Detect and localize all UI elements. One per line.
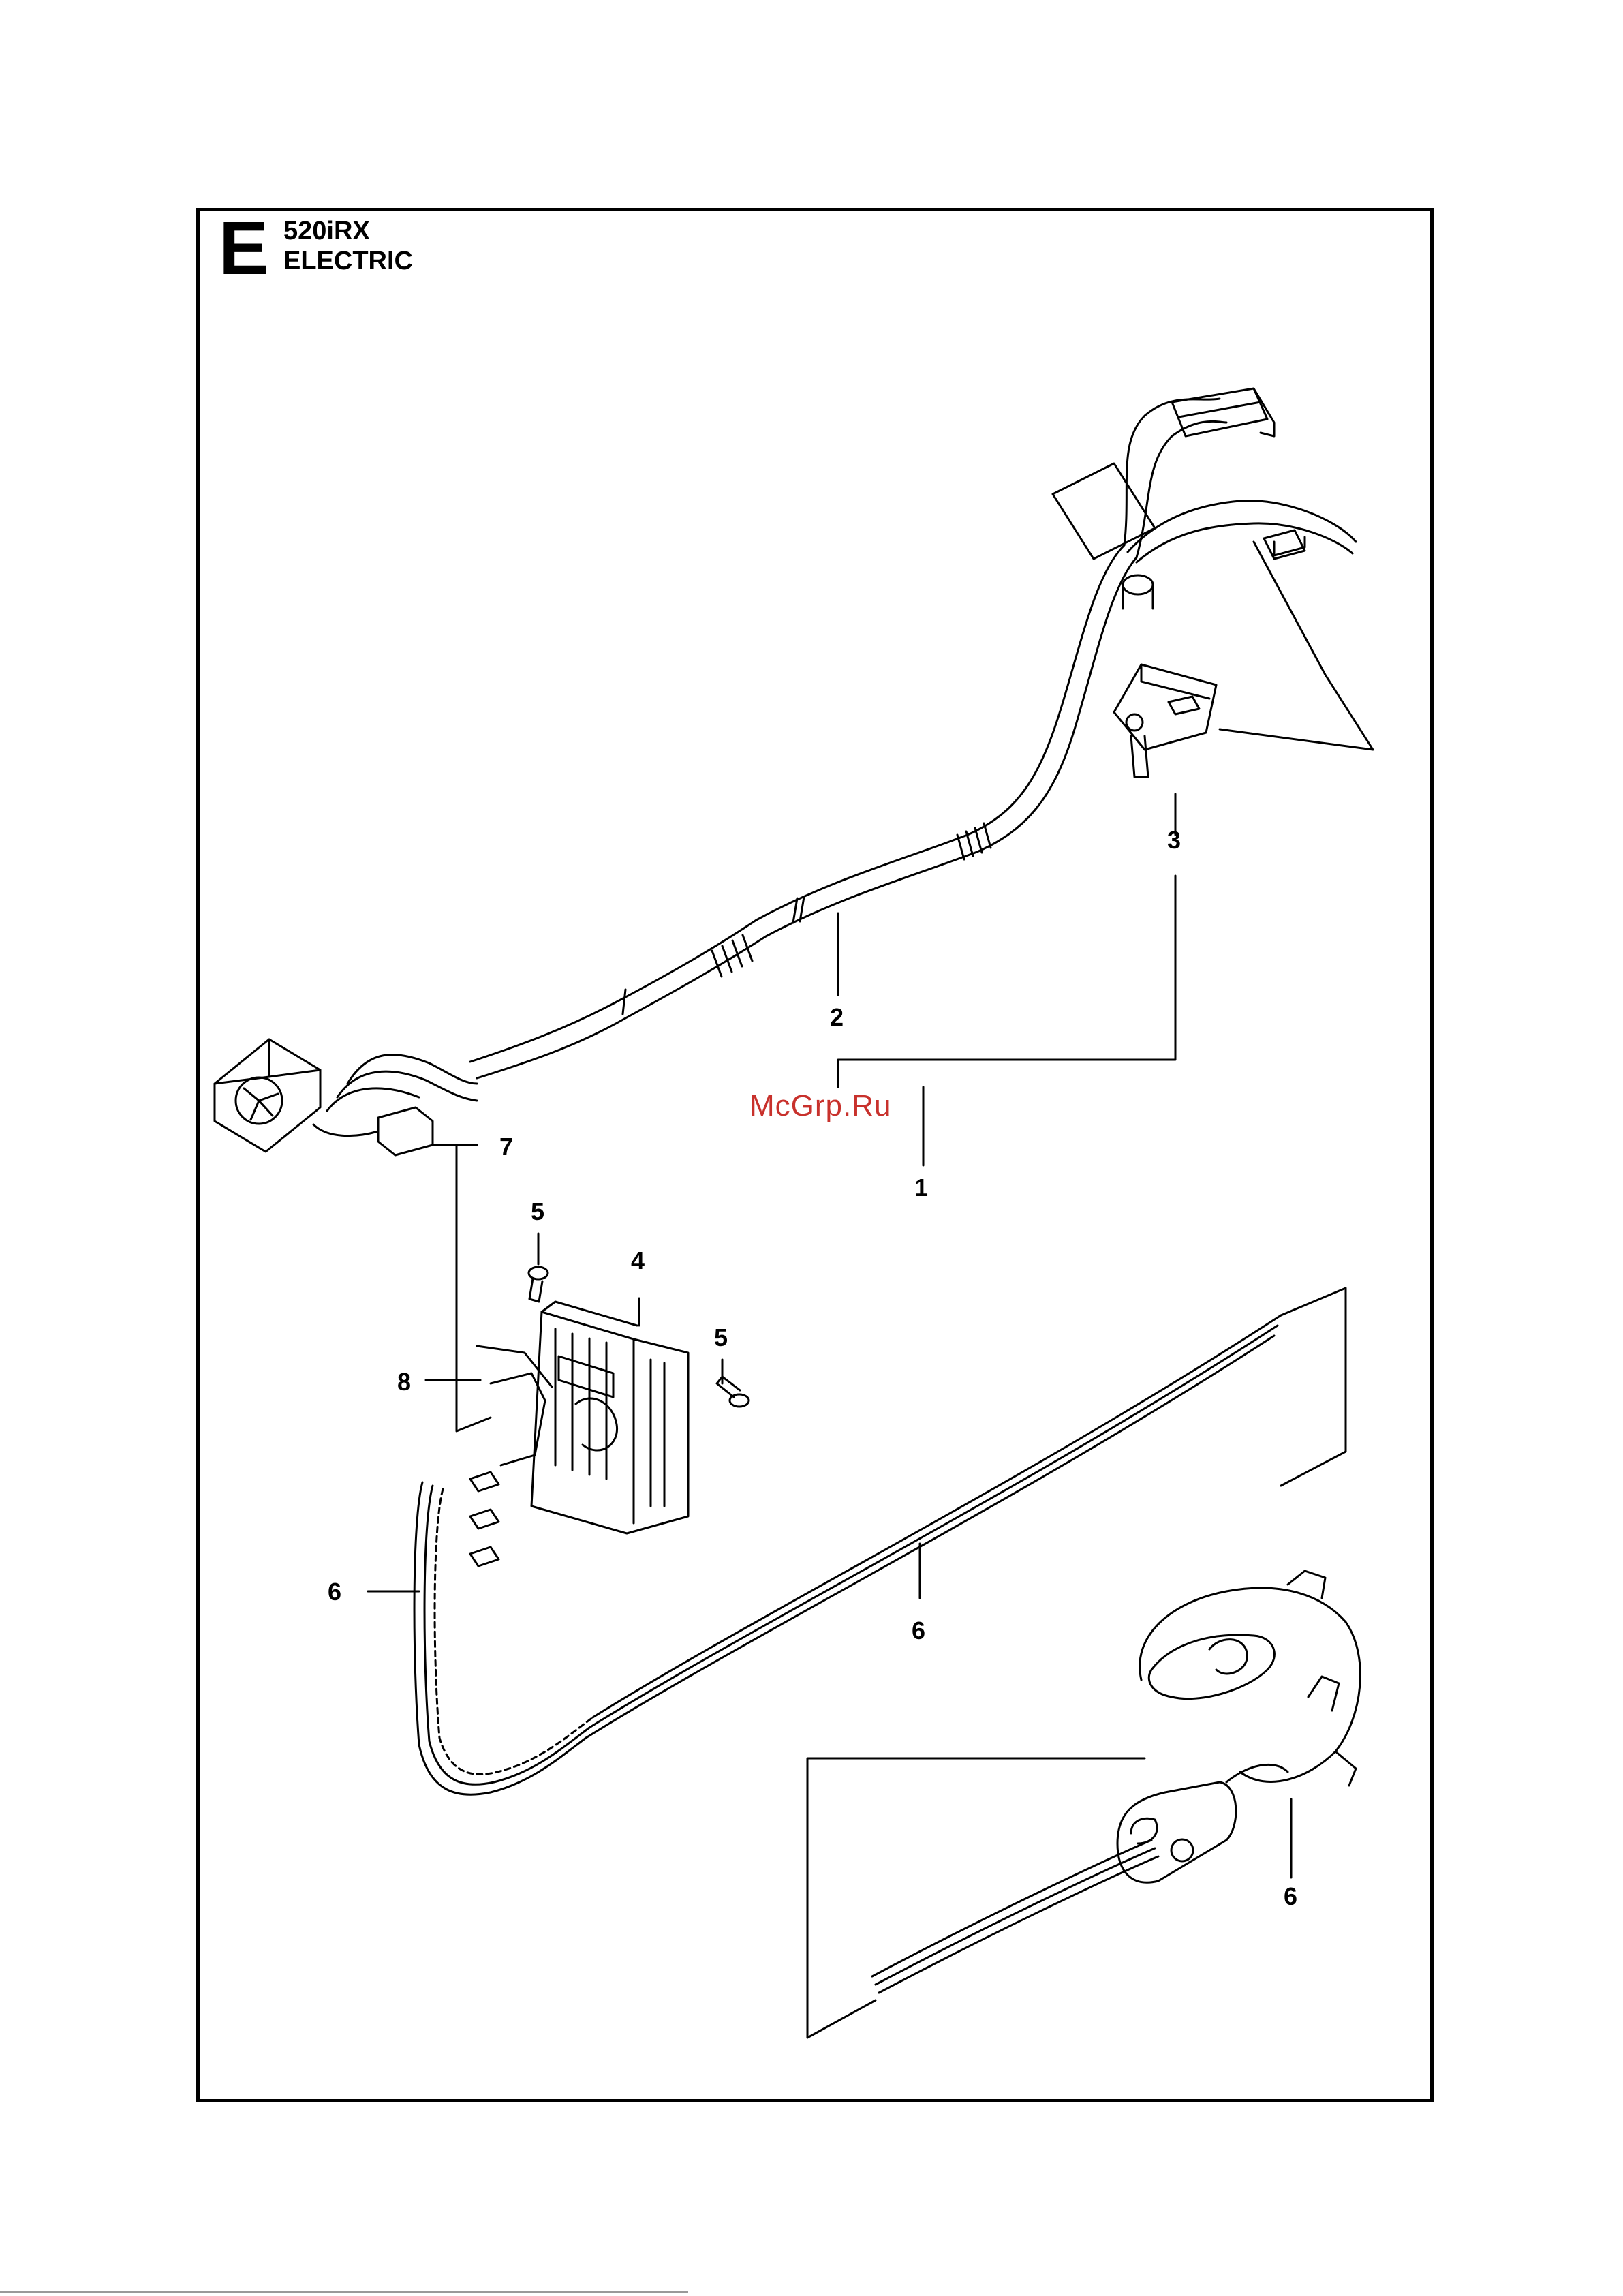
callout-4: 4: [631, 1246, 645, 1274]
callout-2: 2: [830, 1003, 844, 1031]
callout-leader: [1281, 1288, 1346, 1486]
callout-1: 1: [914, 1174, 928, 1201]
callout-leader: [433, 1145, 491, 1431]
cooling-fan-icon: [215, 1039, 477, 1155]
callout-5a: 5: [531, 1197, 544, 1225]
callout-6b: 6: [912, 1617, 925, 1644]
callout-leader: [807, 1758, 1145, 2038]
callout-leader: [838, 876, 1175, 1087]
cable-harness-icon: [470, 388, 1356, 1078]
callout-8: 8: [397, 1368, 411, 1396]
wires-icon: [414, 1315, 1281, 1993]
callout-7: 7: [499, 1133, 513, 1161]
callout-5b: 5: [714, 1323, 728, 1351]
callout-6c: 6: [1284, 1882, 1297, 1910]
control-unit-icon: [477, 1302, 688, 1533]
callout-6a: 6: [328, 1578, 341, 1606]
motor-housing-icon: [1117, 1571, 1360, 1882]
callout-leader: [1220, 542, 1373, 750]
watermark: McGrp.Ru: [749, 1089, 891, 1123]
screw-icon: [529, 1267, 548, 1302]
switch-icon: [1114, 664, 1216, 777]
footer-divider: [0, 2291, 688, 2293]
callout-3: 3: [1167, 826, 1181, 854]
